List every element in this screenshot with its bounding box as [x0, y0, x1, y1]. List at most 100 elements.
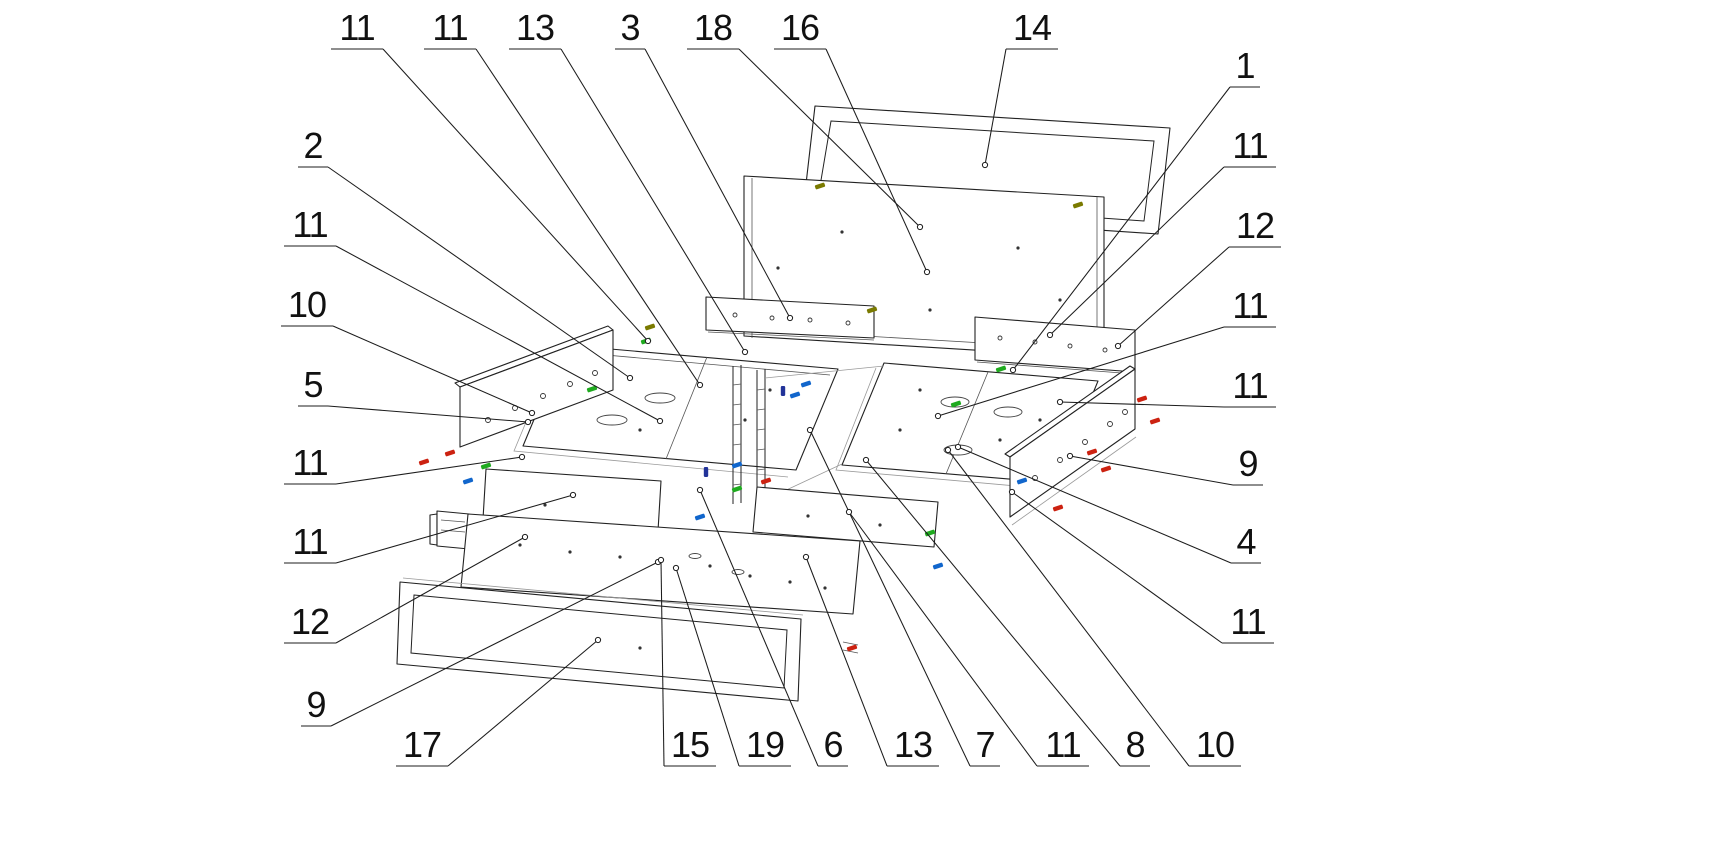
callout-label: 18	[694, 7, 732, 48]
callout-label: 11	[292, 442, 327, 483]
fastener-mark-red	[1136, 395, 1148, 403]
callout-10: 10	[944, 446, 1241, 767]
callout-3: 3	[615, 7, 794, 322]
callout-label: 11	[1232, 125, 1267, 166]
callout-label: 15	[671, 724, 709, 765]
callout-target-dot	[786, 314, 794, 322]
callout-leader-line	[1059, 401, 1225, 408]
callout-8: 8	[862, 456, 1150, 767]
callout-11: 11	[1046, 125, 1276, 339]
fastener-mark-olive	[814, 182, 826, 190]
fastener-mark-red	[760, 477, 772, 485]
callout-target-dot	[1056, 398, 1064, 406]
callout-leader-line	[825, 48, 928, 273]
callout-leader-line	[330, 561, 659, 727]
callout-11: 11	[1056, 365, 1276, 408]
callout-label: 10	[288, 284, 326, 325]
callout-target-dot	[944, 446, 952, 454]
callout-leader-line	[805, 556, 888, 767]
callout-label: 6	[823, 724, 842, 765]
fastener-mark-red	[1149, 417, 1161, 425]
callout-leader-line	[675, 567, 740, 767]
callout-leader-line	[327, 405, 529, 423]
right-side-rail	[1004, 365, 1137, 526]
callout-11: 11	[1008, 488, 1274, 644]
callout-leader-line	[947, 449, 1190, 767]
callout-label: 9	[1238, 443, 1257, 484]
callout-label: 12	[291, 601, 329, 642]
callout-leader-line	[644, 48, 791, 319]
callout-leader-line	[957, 446, 1232, 564]
callout-label: 12	[1236, 205, 1274, 246]
callout-label: 3	[620, 7, 639, 48]
callout-label: 11	[1045, 724, 1080, 765]
callout-label: 11	[1232, 285, 1267, 326]
callout-11: 11	[934, 285, 1276, 420]
callout-label: 11	[292, 521, 327, 562]
center-support-rails	[732, 365, 885, 508]
callout-label: 11	[1230, 601, 1265, 642]
callout-target-dot	[644, 337, 652, 345]
callout-target-dot	[521, 533, 529, 541]
fastener-mark-green	[995, 365, 1007, 373]
fastener-mark-red	[1052, 504, 1064, 512]
fastener-marks-layer	[418, 182, 1161, 652]
callout-leader-line	[937, 326, 1225, 417]
callout-10: 10	[281, 284, 536, 417]
fastener-mark-navy	[703, 467, 709, 477]
callout-target-dot	[806, 426, 814, 434]
callout-14: 14	[981, 7, 1058, 169]
callout-leader-line	[865, 459, 1121, 767]
fastener-mark-red	[1100, 465, 1112, 473]
callout-11: 11	[284, 491, 577, 564]
callout-label: 9	[306, 684, 325, 725]
callout-label: 4	[1236, 521, 1255, 562]
drawer-side-panel-right	[752, 486, 939, 548]
callout-target-dot	[524, 418, 532, 426]
callout-label: 17	[403, 724, 441, 765]
callout-leader-line	[699, 489, 819, 767]
callout-target-dot	[518, 453, 526, 461]
callout-leader-line	[327, 166, 631, 379]
callout-leader-line	[335, 456, 523, 485]
left-side-rail	[454, 325, 614, 448]
fastener-mark-olive	[866, 306, 878, 314]
callout-16: 16	[774, 7, 931, 276]
fastener-mark-red	[444, 449, 456, 457]
callout-label: 16	[781, 7, 819, 48]
callout-target-dot	[923, 268, 931, 276]
callout-leader-line	[984, 48, 1007, 166]
callout-target-dot	[741, 348, 749, 356]
fastener-mark-green	[480, 462, 492, 470]
callout-target-dot	[845, 508, 853, 516]
callout-label: 5	[303, 364, 322, 405]
fastener-mark-red	[1086, 448, 1098, 456]
callout-label: 11	[339, 7, 374, 48]
fastener-mark-blue	[789, 391, 801, 399]
fastener-mark-green	[586, 385, 598, 393]
callout-13: 13	[509, 7, 749, 356]
callout-leader-line	[332, 325, 533, 414]
callout-9: 9	[301, 558, 662, 727]
callout-leader-line	[1117, 246, 1230, 347]
callout-leader-line	[335, 536, 526, 644]
fastener-mark-olive	[1072, 201, 1084, 209]
fastener-mark-blue	[694, 513, 706, 521]
long-drawer-panel	[460, 513, 861, 615]
callout-11: 11	[284, 204, 664, 425]
callout-target-dot	[657, 556, 665, 564]
misc-hardware	[842, 641, 859, 654]
callout-label: 11	[292, 204, 327, 245]
callout-9: 9	[1066, 443, 1263, 486]
callout-15: 15	[657, 556, 716, 767]
callout-7: 7	[806, 426, 1000, 767]
callout-target-dot	[981, 161, 989, 169]
callout-target-dot	[696, 486, 704, 494]
callout-19: 19	[672, 564, 791, 767]
callout-11: 11	[331, 7, 652, 345]
callout-target-dot	[862, 456, 870, 464]
callout-5: 5	[298, 364, 532, 426]
callout-label: 19	[746, 724, 784, 765]
